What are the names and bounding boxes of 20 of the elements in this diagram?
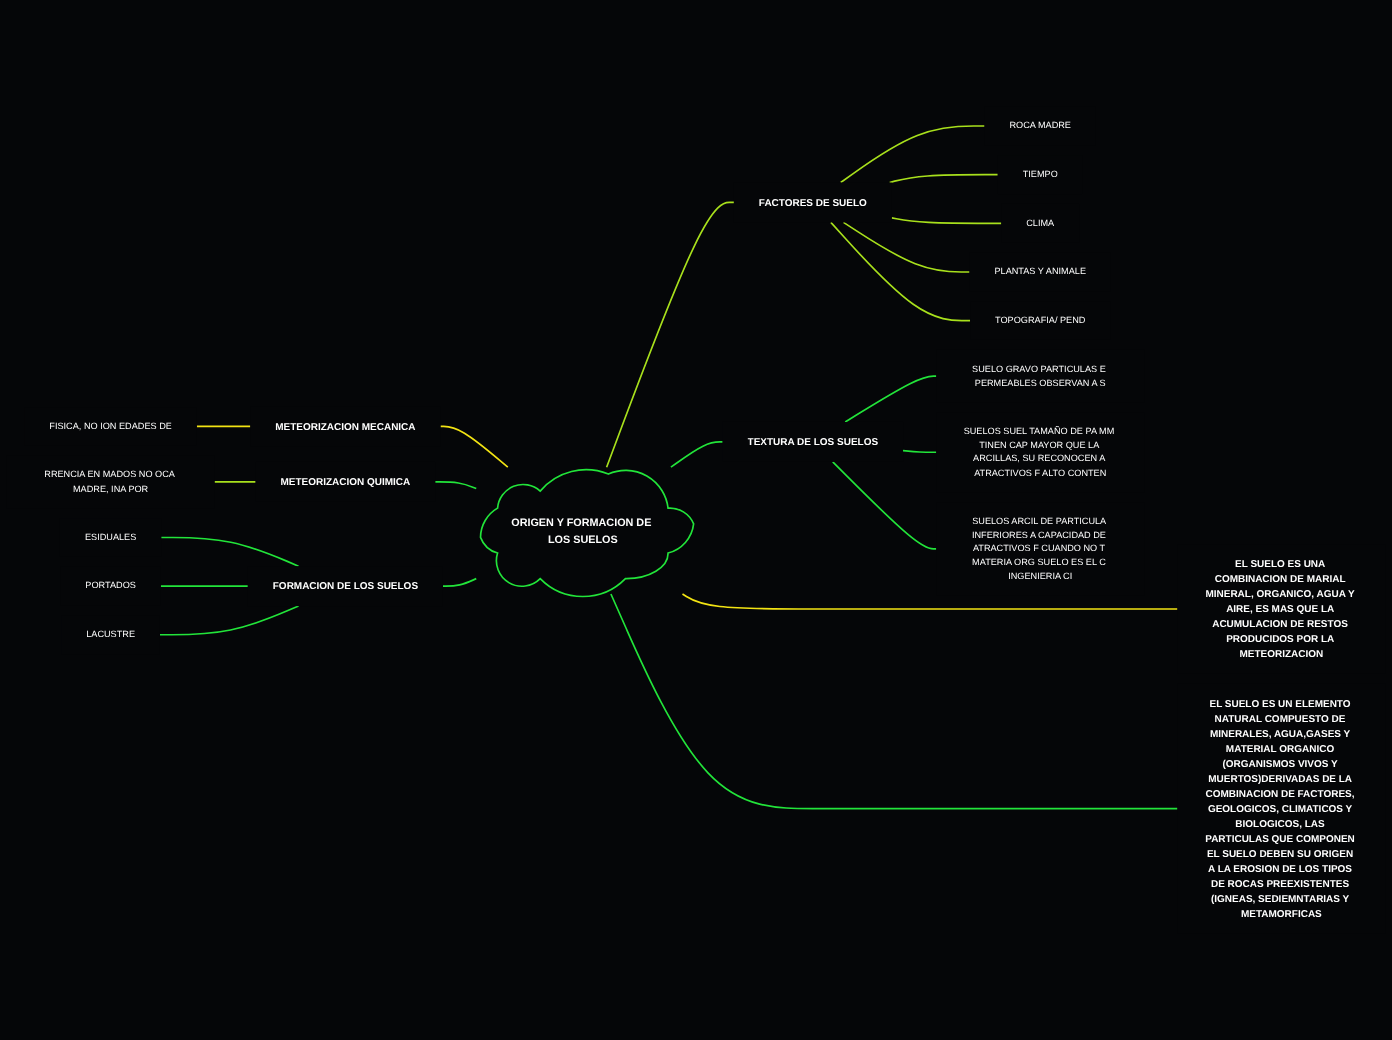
connector (605, 201, 735, 468)
connector (213, 481, 257, 483)
connector (842, 221, 971, 273)
connector (442, 577, 478, 587)
connector (888, 173, 999, 184)
connector (159, 605, 300, 636)
connector (160, 536, 300, 567)
connector (831, 461, 938, 550)
connector (610, 593, 1179, 810)
connector (839, 125, 986, 184)
connector (830, 221, 971, 322)
connector (890, 217, 1003, 225)
connector (196, 425, 252, 428)
connector (159, 585, 249, 587)
connector (681, 593, 1179, 610)
connector (439, 425, 509, 468)
connector (902, 449, 938, 454)
connector (670, 441, 724, 468)
connector (844, 375, 938, 423)
connector (434, 481, 478, 490)
